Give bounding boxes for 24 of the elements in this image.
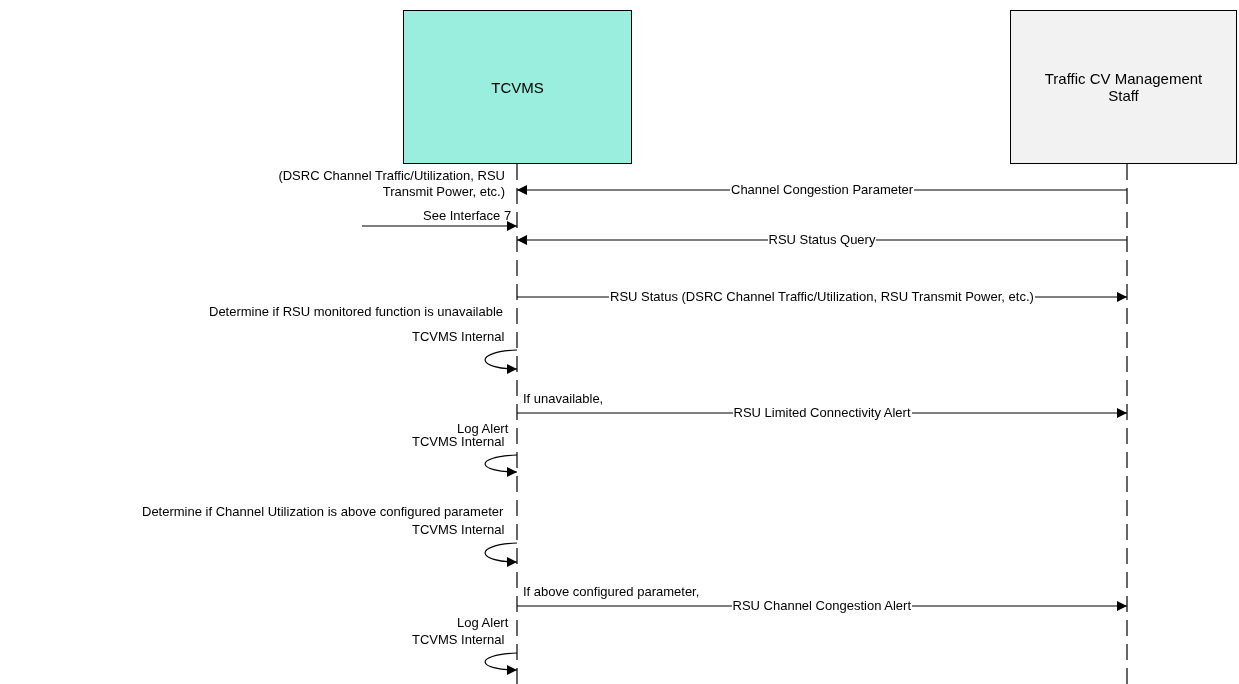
message-label: TCVMS Internal bbox=[411, 435, 506, 449]
message-label: TCVMS Internal bbox=[411, 633, 506, 647]
self-message-arrow bbox=[484, 542, 518, 567]
note-text: (DSRC Channel Traffic/Utilization, RSU Transmit Power, etc.) bbox=[277, 168, 505, 200]
note-text: If above configured parameter, bbox=[523, 584, 700, 600]
message-label: TCVMS Internal bbox=[411, 330, 506, 344]
note-text: Log Alert bbox=[457, 421, 509, 436]
participant-box: Traffic CV Management Staff bbox=[1010, 10, 1237, 164]
note-text: Determine if RSU monitored function is unavailable bbox=[209, 304, 504, 320]
self-message-arrow bbox=[484, 652, 518, 675]
message-label: RSU Limited Connectivity Alert bbox=[732, 406, 912, 420]
self-message-arrow bbox=[484, 349, 518, 374]
message-label: RSU Channel Congestion Alert bbox=[731, 599, 912, 613]
message-label: RSU Status Query bbox=[767, 233, 877, 247]
note-text: Determine if Channel Utilization is above configured parameter bbox=[142, 504, 504, 520]
message-label: TCVMS Internal bbox=[411, 523, 506, 537]
participant-box: TCVMS bbox=[403, 10, 632, 164]
message-label: See Interface 7 bbox=[422, 209, 513, 223]
message-arrow bbox=[361, 221, 518, 231]
message-label: Channel Congestion Parameter bbox=[730, 183, 915, 197]
note-text: If unavailable, bbox=[523, 391, 604, 407]
note-text: Log Alert bbox=[457, 615, 509, 631]
message-label: RSU Status (DSRC Channel Traffic/Utilization, RSU Transmit Power, etc.) bbox=[609, 290, 1035, 304]
self-message-arrow bbox=[484, 454, 518, 477]
